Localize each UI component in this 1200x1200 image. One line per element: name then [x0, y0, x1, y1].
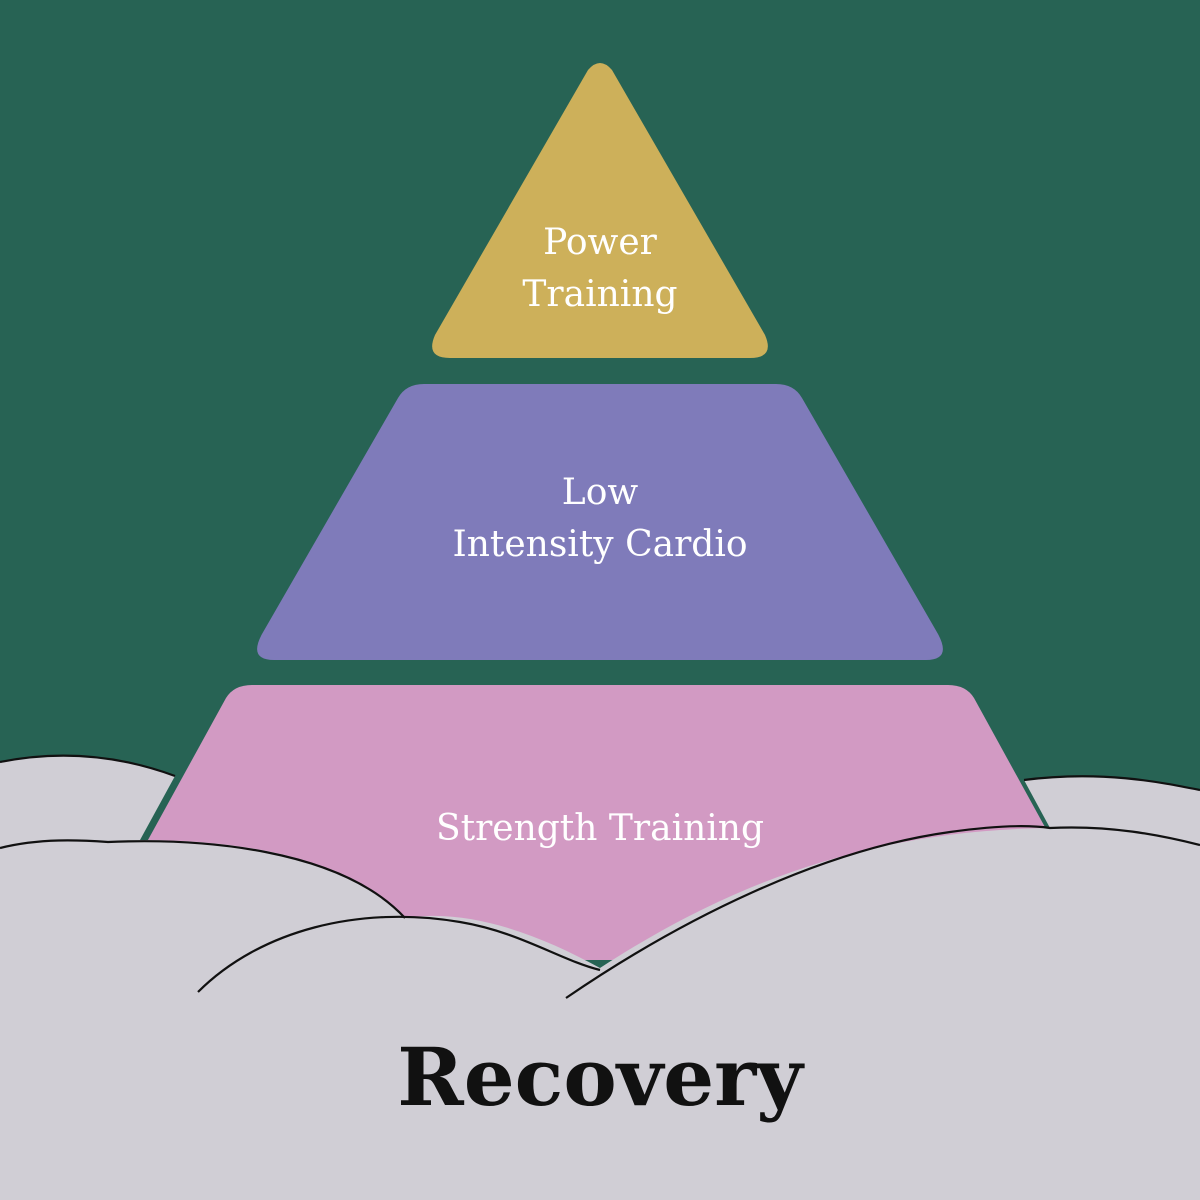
cloud-outline-right — [565, 825, 1200, 999]
cloud-outlines — [0, 754, 1200, 999]
cardio-label-line2: Intensity Cardio — [452, 524, 747, 565]
cloud-outline-left-back — [0, 754, 176, 778]
cloud-outline-middle — [197, 915, 601, 993]
power-label-line1: Power — [543, 222, 658, 263]
recovery-label: Recovery — [397, 1030, 805, 1124]
clouds-fill — [0, 755, 1200, 1200]
strength-label: Strength Training — [436, 808, 764, 849]
cloud-outline-right-back — [1023, 775, 1200, 792]
cloud-outline-left — [0, 839, 406, 919]
power-tier — [432, 63, 768, 358]
cardio-tier — [257, 384, 943, 660]
power-label-line2: Training — [522, 274, 677, 315]
cardio-label-line1: Low — [562, 472, 639, 513]
